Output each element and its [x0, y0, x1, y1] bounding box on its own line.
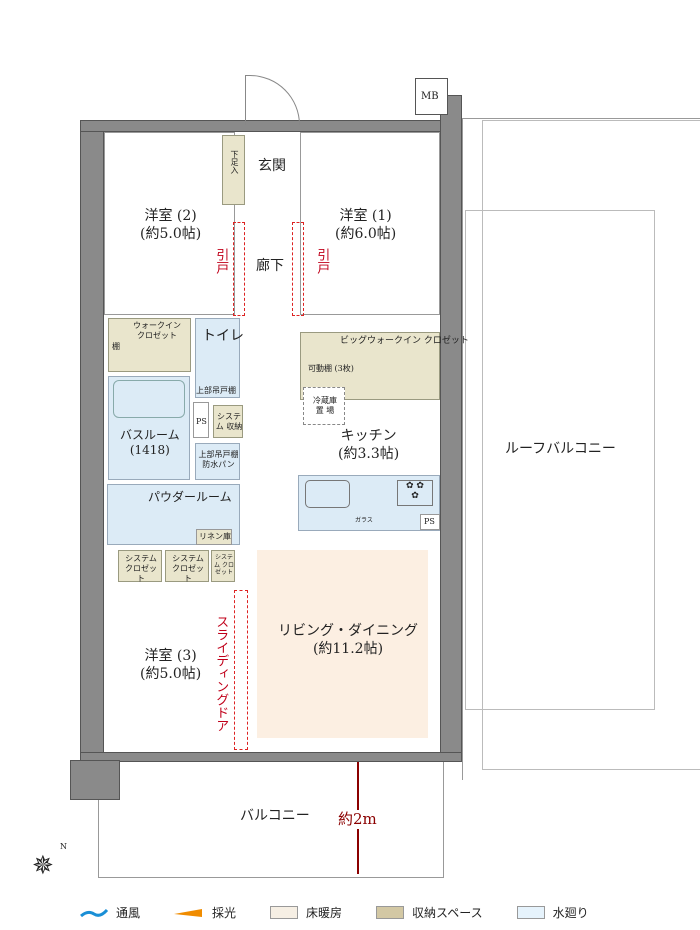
wall-bottom: [80, 752, 462, 762]
entrance-label: 玄関: [258, 158, 286, 174]
toilet-cabinet-label: 上部吊戸棚: [196, 386, 236, 395]
roof-balcony-rail: [482, 120, 700, 770]
western-room-3-label: 洋室 (3)(約5.0帖): [140, 648, 201, 683]
stove-icon: ✿ ✿✿: [397, 480, 433, 506]
mb-label: MB: [421, 91, 439, 102]
fridge-space: 冷蔵庫 置 場: [303, 387, 345, 425]
living-dining-label: リビング・ダイニング(約11.2帖): [278, 623, 418, 658]
waterproof-pan: 上部吊戸棚 防水パン: [195, 443, 240, 480]
powder-room: [107, 484, 240, 545]
legend-item: 採光: [174, 904, 236, 921]
system-storage: システム 収納: [213, 405, 243, 438]
compass-icon: ✵: [32, 851, 54, 881]
sliding-door-3[interactable]: [234, 590, 248, 750]
western-room-3-size: (約5.0帖): [140, 665, 202, 682]
system-closet-label: システム クロゼット: [214, 554, 234, 576]
system-closet-label: システム クロゼット: [125, 554, 157, 583]
kitchen-size: (約3.3帖): [338, 445, 400, 462]
toilet: [195, 318, 240, 398]
living-dining: [257, 550, 428, 738]
walk-in-closet: [108, 318, 191, 372]
linen-closet: リネン庫: [196, 529, 232, 545]
legend-label: 通風: [116, 906, 141, 920]
shoe-storage: 下足入: [222, 135, 245, 205]
water-area-swatch: [516, 906, 545, 919]
western-room-2-size: (約5.0帖): [140, 225, 202, 242]
toilet-label: トイレ: [202, 328, 244, 344]
living-dining-name: リビング・ダイニング: [278, 623, 418, 639]
big-walk-in-closet-label: ビッグウォークイン クロゼット: [340, 336, 469, 346]
ventilation-icon: [80, 908, 108, 917]
fridge-space-label: 冷蔵庫 置 場: [313, 396, 337, 415]
sliding-door-3-label: スライディングドア: [213, 615, 229, 732]
bathroom-name: バスルーム: [120, 428, 180, 442]
kitchen-ps-label: PS: [424, 517, 435, 526]
wall-corner: [70, 760, 120, 800]
system-storage-label: システム 収納: [215, 412, 243, 431]
legend-label: 水廻り: [552, 906, 589, 920]
entrance-door[interactable]: [245, 75, 300, 125]
kitchen-counter: [298, 475, 440, 531]
legend-item: 通風: [80, 904, 140, 921]
waterproof-pan-label: 上部吊戸棚 防水パン: [198, 450, 239, 469]
western-room-1-name: 洋室 (1): [339, 208, 392, 224]
legend-item: 水廻り: [516, 904, 589, 921]
western-room-3-name: 洋室 (3): [144, 648, 197, 664]
kitchen-ps: PS: [420, 514, 440, 530]
system-closet-3: システム クロゼット: [211, 550, 235, 582]
legend-label: 床暖房: [306, 906, 343, 920]
legend-label: 採光: [212, 906, 237, 920]
roof-balcony: [462, 118, 700, 780]
legend-label: 収納スペース: [412, 906, 483, 920]
walk-in-closet-label: ウォークイン クロゼット: [133, 321, 181, 340]
shoe-storage-label: 下足入: [230, 150, 239, 174]
pipe-space: PS: [193, 402, 209, 438]
sink-icon: [305, 480, 350, 508]
western-room-2: [104, 132, 235, 315]
mb-box: MB: [415, 78, 448, 115]
western-room-2-label: 洋室 (2)(約5.0帖): [140, 208, 201, 243]
glass-label: ガラス: [355, 517, 373, 524]
bathroom-label: バスルーム(1418): [120, 428, 180, 458]
western-room-1-size: (約6.0帖): [335, 225, 397, 242]
north-label: N: [60, 842, 67, 851]
movable-shelf-label: 可動棚 (3枚): [308, 364, 354, 373]
system-closet-label: システム クロゼット: [172, 554, 204, 583]
kitchen-label: キッチン(約3.3帖): [338, 428, 399, 463]
system-closet-1: システム クロゼット: [118, 550, 162, 583]
western-room-1: [300, 132, 440, 315]
powder-room-label: パウダールーム: [148, 490, 232, 504]
bathroom: [108, 376, 190, 480]
wall-right: [440, 95, 462, 760]
bathtub: [113, 380, 185, 418]
bathroom-size: (1418): [129, 443, 170, 457]
kitchen-name: キッチン: [340, 428, 397, 444]
floor-heating-swatch: [270, 906, 299, 919]
legend-item: 収納スペース: [376, 904, 483, 921]
storage-swatch: [376, 906, 405, 919]
living-dining-size: (約11.2帖): [312, 640, 384, 657]
pipe-space-label: PS: [196, 417, 207, 426]
system-closet-2: システム クロゼット: [165, 550, 209, 583]
roof-balcony-inner: [465, 210, 655, 710]
wall-left: [80, 120, 104, 765]
western-room-2-name: 洋室 (2): [144, 208, 197, 224]
daylight-icon: [174, 908, 203, 917]
balcony-label: バルコニー: [240, 808, 310, 824]
sliding-door-2[interactable]: [233, 222, 245, 316]
depth-label: 約2m: [338, 810, 377, 829]
sliding-door-label-1: 引戸: [314, 248, 330, 274]
hall-label: 廊下: [256, 258, 284, 274]
sliding-door-label-2: 引戸: [213, 248, 229, 274]
shelf-label: 棚: [112, 342, 120, 351]
legend-item: 床暖房: [270, 904, 342, 921]
linen-closet-label: リネン庫: [199, 532, 231, 541]
legend: 通風 採光 床暖房 収納スペース 水廻り: [80, 904, 589, 921]
sliding-door-1[interactable]: [292, 222, 304, 316]
western-room-1-label: 洋室 (1)(約6.0帖): [335, 208, 396, 243]
roof-balcony-label: ルーフバルコニー: [505, 441, 616, 457]
